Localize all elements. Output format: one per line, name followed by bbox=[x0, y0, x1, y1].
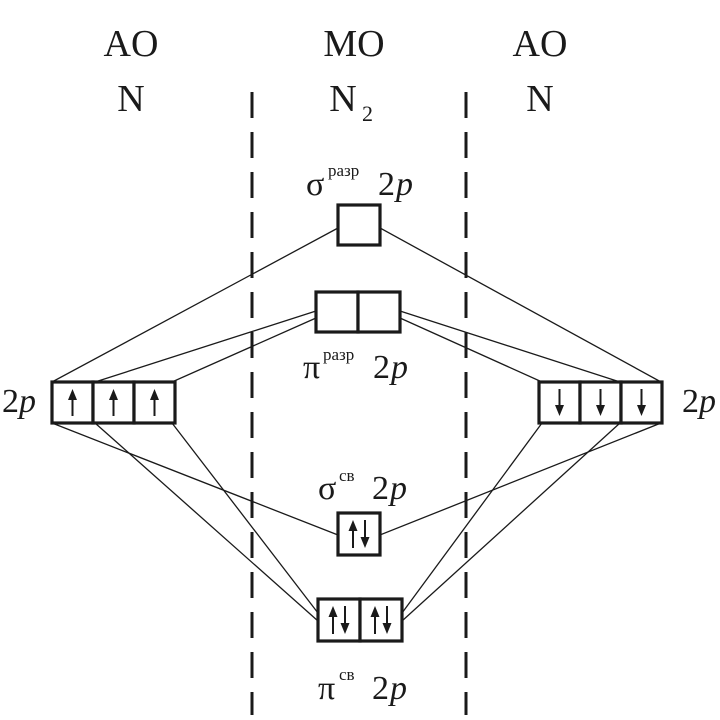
electron-down-arrow bbox=[340, 606, 350, 634]
sigma-antibonding-sublevel: p bbox=[394, 166, 413, 203]
electron-down-arrow bbox=[360, 520, 370, 548]
electron-down-arrow bbox=[596, 389, 605, 416]
left-atom-2p-label: 2 p bbox=[2, 383, 36, 420]
right-atom-orbital-box-3 bbox=[619, 380, 664, 425]
sigma-antibonding-orbital-box bbox=[336, 203, 382, 247]
right-header-title: AO bbox=[513, 23, 568, 65]
right-atom-2p-label: 2 p bbox=[682, 383, 716, 420]
center-header-title: MO bbox=[323, 23, 384, 65]
sigma-bonding-sublevel: p bbox=[388, 470, 407, 507]
sigma-antibonding-superscript: разр bbox=[328, 161, 359, 180]
electron-down-arrow bbox=[555, 389, 564, 416]
electron-up-arrow bbox=[348, 520, 358, 548]
pi-antibonding-label: π разр 2 p bbox=[303, 345, 408, 386]
pi-antibonding-symbol: π bbox=[303, 349, 320, 386]
sigma-bonding-orbital-box bbox=[336, 511, 382, 557]
pi-bonding-sublevel: p bbox=[388, 670, 407, 707]
pi-bonding-orbital-box-2 bbox=[358, 597, 404, 643]
sigma-bonding-label: σ св 2 p bbox=[318, 466, 407, 507]
left-atom-level: 2 bbox=[2, 383, 19, 420]
pi-bonding-superscript: св bbox=[339, 665, 355, 684]
electron-arrows bbox=[68, 389, 646, 634]
electron-down-arrow bbox=[637, 389, 646, 416]
sigma-bonding-superscript: св bbox=[339, 466, 355, 485]
connection-lines bbox=[51, 227, 662, 622]
pi-bonding-level: 2 bbox=[372, 670, 389, 707]
left-atom-sublevel: p bbox=[17, 383, 36, 420]
electron-down-arrow bbox=[382, 606, 392, 634]
pi-antibonding-level: 2 bbox=[373, 349, 390, 386]
pi-bonding-label: π св 2 p bbox=[318, 665, 407, 707]
electron-up-arrow bbox=[370, 606, 380, 634]
pi-antibonding-orbital-box-1 bbox=[314, 290, 360, 334]
right-atom-sublevel: p bbox=[697, 383, 716, 420]
pi-bonding-symbol: π bbox=[318, 670, 335, 707]
pi-antibonding-sublevel: p bbox=[389, 349, 408, 386]
left-header-title: AO bbox=[104, 23, 159, 65]
electron-up-arrow bbox=[328, 606, 338, 634]
sigma-antibonding-symbol: σ bbox=[306, 166, 324, 203]
center-header-molecule-subscript: 2 bbox=[362, 101, 373, 126]
sigma-bonding-symbol: σ bbox=[318, 470, 336, 507]
pi-antibonding-orbital-box-2 bbox=[356, 290, 402, 334]
left-header-atom: N bbox=[117, 78, 144, 120]
electron-up-arrow bbox=[68, 389, 77, 416]
electron-up-arrow bbox=[150, 389, 159, 416]
right-atom-level: 2 bbox=[682, 383, 699, 420]
right-header-atom: N bbox=[526, 78, 553, 120]
center-header-molecule: N bbox=[329, 78, 356, 120]
electron-up-arrow bbox=[109, 389, 118, 416]
sigma-antibonding-level: 2 bbox=[378, 166, 395, 203]
sigma-antibonding-label: σ разр 2 p bbox=[306, 161, 413, 203]
pi-antibonding-superscript: разр bbox=[323, 345, 354, 364]
sigma-bonding-level: 2 bbox=[372, 470, 389, 507]
pi-bonding-orbital-box-1 bbox=[316, 597, 362, 643]
